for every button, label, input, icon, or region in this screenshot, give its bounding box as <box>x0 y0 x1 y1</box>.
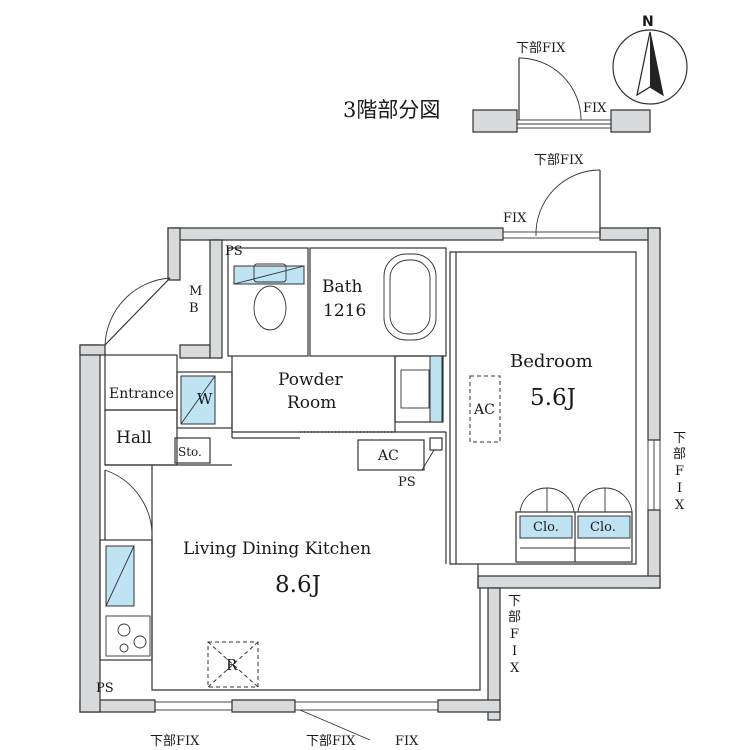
room-bedroom-name: Bedroom <box>510 351 593 372</box>
entrance-door-leaf <box>104 277 171 346</box>
plan-title: 3階部分図 <box>343 98 440 122</box>
wall-step <box>477 575 661 589</box>
label-ps-bottom: PS <box>96 681 114 696</box>
ac-ldk <box>357 439 425 471</box>
wall-ps-column <box>209 239 223 359</box>
wall-entrance-stub <box>79 344 106 356</box>
label-right-v1: 下 <box>673 431 686 446</box>
room-powder-line2: Room <box>287 393 336 413</box>
label-storage: Sto. <box>178 445 202 459</box>
bedroom-door-swing <box>535 169 601 237</box>
partial-wall-left <box>472 109 518 133</box>
refrigerator <box>207 641 259 688</box>
room-bath-size: 1216 <box>323 301 366 321</box>
label-partial-lower-fix: 下部FIX <box>516 41 566 56</box>
label-mb-m: M <box>189 284 202 299</box>
label-closet-1: Clo. <box>533 520 559 535</box>
bedroom-outline <box>449 251 637 565</box>
label-mb-b: B <box>189 301 199 316</box>
label-ldk-v5: X <box>510 661 520 676</box>
label-bottom-fix: FIX <box>395 734 419 749</box>
ldk-outline <box>151 465 481 691</box>
label-ldk-v3: F <box>510 627 519 642</box>
label-right-v2: 部 <box>673 447 686 462</box>
room-powder-line1: Powder <box>278 370 343 390</box>
wall-mb-lower <box>179 344 211 359</box>
wall-mb <box>167 227 181 281</box>
wall-top-left <box>167 227 504 241</box>
labels: 3階部分図 N 下部FIX FIX 下部FIX FIX PS M B Bath … <box>96 14 686 749</box>
label-right-v3: F <box>675 464 684 479</box>
label-refrigerator: R <box>226 656 238 674</box>
label-ps-top: PS <box>225 244 243 259</box>
walls <box>79 227 661 721</box>
label-bedroom-fix: FIX <box>503 211 527 226</box>
partial-door-swing <box>518 57 582 121</box>
label-bottom-lower-fix-1: 下部FIX <box>150 734 200 749</box>
room-bedroom-size: 5.6J <box>530 385 576 411</box>
label-ldk-v1: 下 <box>508 594 521 609</box>
room-ldk-name: Living Dining Kitchen <box>183 539 371 559</box>
entrance-door-swing <box>104 277 171 346</box>
compass-circle <box>612 29 688 105</box>
label-right-v4: I <box>677 481 682 496</box>
label-washer: W <box>197 390 213 408</box>
label-ac-ldk: AC <box>377 448 399 464</box>
label-bottom-lower-fix-2: 下部FIX <box>306 734 356 749</box>
label-ldk-v4: I <box>512 644 517 659</box>
label-ps-mid: PS <box>398 475 416 490</box>
bath-fixtures <box>233 253 437 341</box>
compass <box>612 29 688 105</box>
wall-left <box>79 344 101 713</box>
ldk-door-swing <box>104 469 153 541</box>
label-closet-2: Clo. <box>590 520 616 535</box>
stove-icon <box>105 615 151 657</box>
partial-wall-right <box>610 109 651 133</box>
label-bedroom-lower-fix: 下部FIX <box>534 153 584 168</box>
bath-outline <box>309 247 447 357</box>
wall-right-upper <box>647 227 661 441</box>
ps-small <box>429 437 443 451</box>
bathtub <box>383 253 437 341</box>
partial-view <box>472 57 651 133</box>
room-entrance: Entrance <box>109 386 174 402</box>
compass-needle-dark <box>650 32 663 95</box>
compass-north-label: N <box>642 14 654 30</box>
ac-bedroom <box>469 375 501 443</box>
room-bath-name: Bath <box>322 277 362 297</box>
wall-bottom-mid <box>231 699 296 713</box>
label-partial-fix: FIX <box>583 101 607 116</box>
room-hall: Hall <box>116 428 152 448</box>
room-ldk-size: 8.6J <box>275 572 321 598</box>
label-ldk-v2: 部 <box>508 610 521 625</box>
toilet-outline <box>227 247 309 357</box>
wall-bottom-right <box>437 699 501 713</box>
doors <box>104 169 661 741</box>
label-ac-bedroom: AC <box>473 402 495 418</box>
interior <box>99 247 637 691</box>
vanity <box>394 355 444 423</box>
label-right-v5: X <box>675 498 685 513</box>
toilet-bowl <box>253 285 287 331</box>
